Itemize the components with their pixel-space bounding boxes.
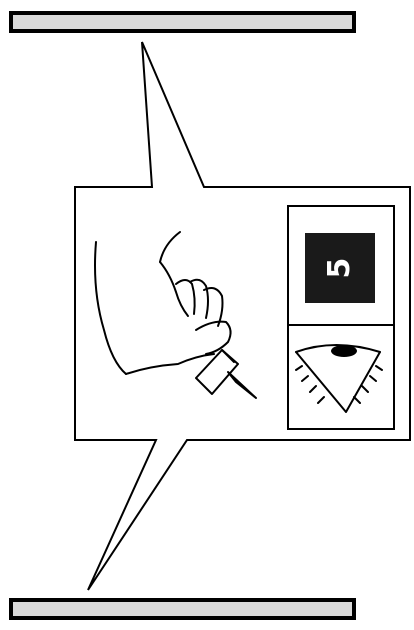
warning-number: 5: [305, 233, 375, 303]
